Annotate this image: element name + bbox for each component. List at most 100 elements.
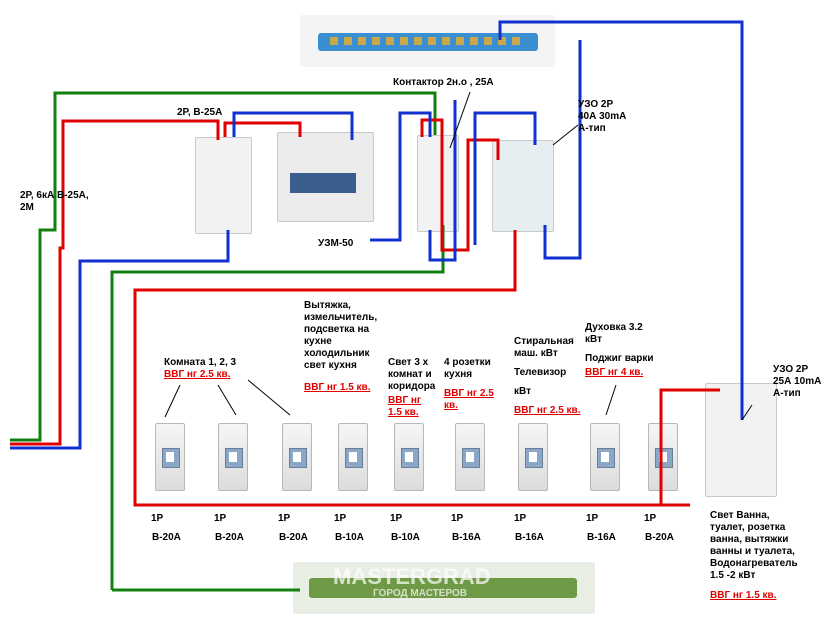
ground-wire-main bbox=[10, 91, 437, 442]
breaker-rating-label: В-10А bbox=[391, 532, 420, 543]
arrow-oven bbox=[605, 384, 617, 416]
breaker-poles-label: 1Р bbox=[586, 513, 599, 524]
kitchen-sockets-label-2: кухня bbox=[444, 369, 473, 380]
uzm-50-device bbox=[277, 132, 374, 222]
arrow-rooms-3 bbox=[247, 379, 291, 416]
oven-label-1: Духовка 3.2 bbox=[585, 322, 643, 333]
phase-wire-2p-uzm bbox=[223, 121, 302, 137]
breaker-2p-device bbox=[195, 137, 252, 234]
breaker-1p bbox=[394, 423, 424, 491]
uzo-main-label-1: УЗО 2Р bbox=[578, 99, 614, 110]
bathroom-label-1: Свет Ванна, bbox=[710, 510, 770, 521]
phase-wire-bath bbox=[659, 388, 720, 505]
oven-cable-label: ВВГ нг 4 кв. bbox=[585, 367, 644, 378]
oven-label-3: Поджиг варки bbox=[585, 353, 654, 364]
phase-wire-main bbox=[10, 119, 220, 446]
main-breaker-label-2: 2М bbox=[20, 202, 34, 213]
breaker-poles-label: 1Р bbox=[514, 513, 527, 524]
washer-label-4: кВт bbox=[514, 386, 531, 397]
light-label-3: коридора bbox=[388, 381, 436, 392]
arrow-bathroom bbox=[741, 404, 753, 421]
neutral-wire-main bbox=[10, 230, 230, 450]
breaker-poles-label: 1Р bbox=[151, 513, 164, 524]
breaker-poles-label: 1Р bbox=[451, 513, 464, 524]
hood-label-6: свет кухня bbox=[304, 360, 357, 371]
arrow-rooms-2 bbox=[217, 384, 237, 416]
kitchen-sockets-cable-1: ВВГ нг 2.5 bbox=[444, 388, 494, 399]
breaker-rating-label: В-16А bbox=[587, 532, 616, 543]
bathroom-label-2: туалет, розетка bbox=[710, 522, 786, 533]
breaker-rating-label: В-20А bbox=[279, 532, 308, 543]
ground-bus-bar: MASTERGRAD ГОРОД МАСТЕРОВ bbox=[293, 562, 595, 614]
breaker-rating-label: В-20А bbox=[645, 532, 674, 543]
breaker-1p bbox=[218, 423, 248, 491]
neutral-wire-uzm bbox=[370, 111, 432, 242]
contactor-device bbox=[417, 135, 459, 232]
breaker-1p bbox=[590, 423, 620, 491]
rooms-label: Комната 1, 2, 3 bbox=[164, 357, 237, 368]
washer-label-1: Стиральная bbox=[514, 336, 574, 347]
washer-label-3: Телевизор bbox=[514, 367, 567, 378]
washer-label-2: маш. кВт bbox=[514, 348, 558, 359]
uzo-main-label-3: А-тип bbox=[578, 123, 606, 134]
uzo-bath-label-2: 25А 10mA bbox=[773, 376, 822, 387]
light-label-2: комнат и bbox=[388, 369, 432, 380]
washer-cable-label: ВВГ нг 2.5 кв. bbox=[514, 405, 581, 416]
light-label-1: Свет 3 х bbox=[388, 357, 429, 368]
neutral-wire-2p bbox=[232, 111, 354, 140]
breaker-rating-label: В-16А bbox=[452, 532, 481, 543]
hood-label-5: холодильник bbox=[304, 348, 370, 359]
arrow-rooms-1 bbox=[164, 384, 181, 418]
bathroom-label-4: ванны и туалета, bbox=[710, 546, 795, 557]
neutral-wire-top bbox=[498, 20, 744, 420]
kitchen-sockets-label-1: 4 розетки bbox=[444, 357, 491, 368]
main-breaker-label-1: 2Р, 6кА В-25А, bbox=[20, 190, 89, 201]
breaker-1p bbox=[282, 423, 312, 491]
breaker-1p bbox=[455, 423, 485, 491]
arrow-uzo-main bbox=[552, 124, 579, 146]
bathroom-label-5: Водонагреватель bbox=[710, 558, 798, 569]
arrow-contactor bbox=[449, 91, 471, 149]
hood-label-4: кухне bbox=[304, 336, 332, 347]
oven-label-2: кВт bbox=[585, 334, 602, 345]
breaker-rating-label: В-20А bbox=[215, 532, 244, 543]
breaker-rating-label: В-10А bbox=[335, 532, 364, 543]
phase-wire-contactor bbox=[420, 118, 500, 252]
breaker-poles-label: 1Р bbox=[390, 513, 403, 524]
bathroom-label-6: 1.5 -2 кВт bbox=[710, 570, 756, 581]
contactor-label: Контактор 2н.о , 25А bbox=[393, 77, 494, 88]
breaker-rating-label: В-20А bbox=[152, 532, 181, 543]
neutral-wire-bus bbox=[543, 40, 582, 260]
hood-cable-label: ВВГ нг 1.5 кв. bbox=[304, 382, 371, 393]
uzm-label: УЗМ-50 bbox=[318, 238, 354, 249]
breaker-poles-label: 1Р bbox=[644, 513, 657, 524]
uzo-main-device bbox=[492, 140, 554, 232]
breaker-rating-label: В-16А bbox=[515, 532, 544, 543]
breaker-1p bbox=[518, 423, 548, 491]
bathroom-cable-label: ВВГ нг 1.5 кв. bbox=[710, 590, 777, 601]
bathroom-label-3: ванна, вытяжки bbox=[710, 534, 789, 545]
rooms-cable-label: ВВГ нг 2.5 кв. bbox=[164, 369, 231, 380]
hood-label-3: подсветка на bbox=[304, 324, 370, 335]
light-cable-label-1: ВВГ нг bbox=[388, 395, 422, 406]
breaker-poles-label: 1Р bbox=[334, 513, 347, 524]
light-cable-label-2: 1.5 кв. bbox=[388, 407, 419, 418]
uzo-bath-label-3: А-тип bbox=[773, 388, 801, 399]
kitchen-sockets-cable-2: кв. bbox=[444, 400, 458, 411]
hood-label-2: измельчитель, bbox=[304, 312, 378, 323]
uzo-main-label-2: 40А 30mA bbox=[578, 111, 627, 122]
breaker-1p bbox=[338, 423, 368, 491]
neutral-bus-bar bbox=[300, 15, 555, 67]
watermark-subtitle: ГОРОД МАСТЕРОВ bbox=[373, 588, 467, 599]
breaker-poles-label: 1Р bbox=[278, 513, 291, 524]
neutral-wire-uzo bbox=[473, 111, 537, 245]
phase-wire-distribution bbox=[133, 230, 690, 507]
breaker-2p-label: 2Р, В-25А bbox=[177, 107, 223, 118]
breaker-poles-label: 1Р bbox=[214, 513, 227, 524]
hood-label-1: Вытяжка, bbox=[304, 300, 351, 311]
breaker-1p bbox=[155, 423, 185, 491]
neutral-wire-contactor bbox=[428, 100, 457, 262]
uzo-bath-label-1: УЗО 2Р bbox=[773, 364, 809, 375]
watermark-title: MASTERGRAD bbox=[333, 564, 491, 589]
